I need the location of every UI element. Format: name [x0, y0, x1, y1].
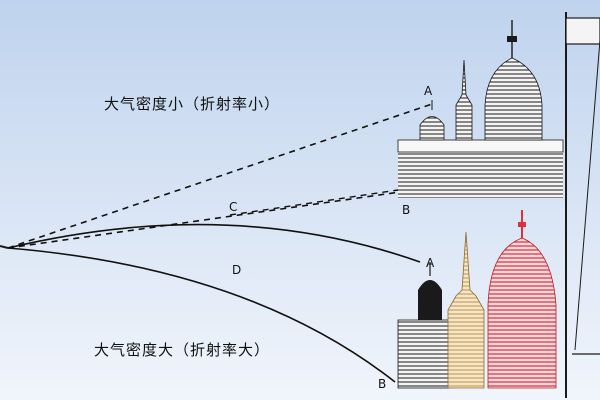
sight-line-to-a — [7, 103, 433, 249]
point-label-lower-a: A — [426, 256, 435, 270]
mirage-base-block — [398, 150, 563, 198]
gold-tower — [447, 231, 485, 389]
dark-dome — [418, 280, 442, 320]
red-dome-building — [487, 237, 557, 389]
refracted-ray-d — [7, 247, 396, 383]
apparent-ray-c — [229, 189, 399, 216]
mirage-middle-tower — [455, 59, 473, 141]
right-top-box — [565, 17, 600, 45]
mirage-roofline — [397, 139, 564, 153]
dark-building-base — [397, 319, 451, 389]
real-city-lower — [397, 210, 557, 389]
mirage-small-dome — [419, 116, 445, 141]
red-spire-ornament — [518, 222, 526, 227]
right-structure — [565, 12, 600, 398]
point-label-lower-b: B — [378, 377, 387, 391]
caption-bottom: 大气密度大（折射率大） — [94, 341, 271, 359]
mirage-spire-ornament — [507, 36, 517, 42]
point-label-upper-b: B — [402, 203, 411, 217]
point-label-d: D — [232, 263, 242, 277]
point-label-upper-a: A — [424, 84, 433, 98]
point-label-c: C — [229, 200, 238, 214]
mirage-big-dome — [484, 57, 543, 141]
refracted-ray-c — [7, 223, 421, 263]
caption-top: 大气密度小（折射率小） — [104, 95, 281, 113]
mirage-city-upper — [397, 20, 564, 198]
observer-mark — [0, 245, 9, 249]
right-diagonal — [574, 39, 600, 351]
